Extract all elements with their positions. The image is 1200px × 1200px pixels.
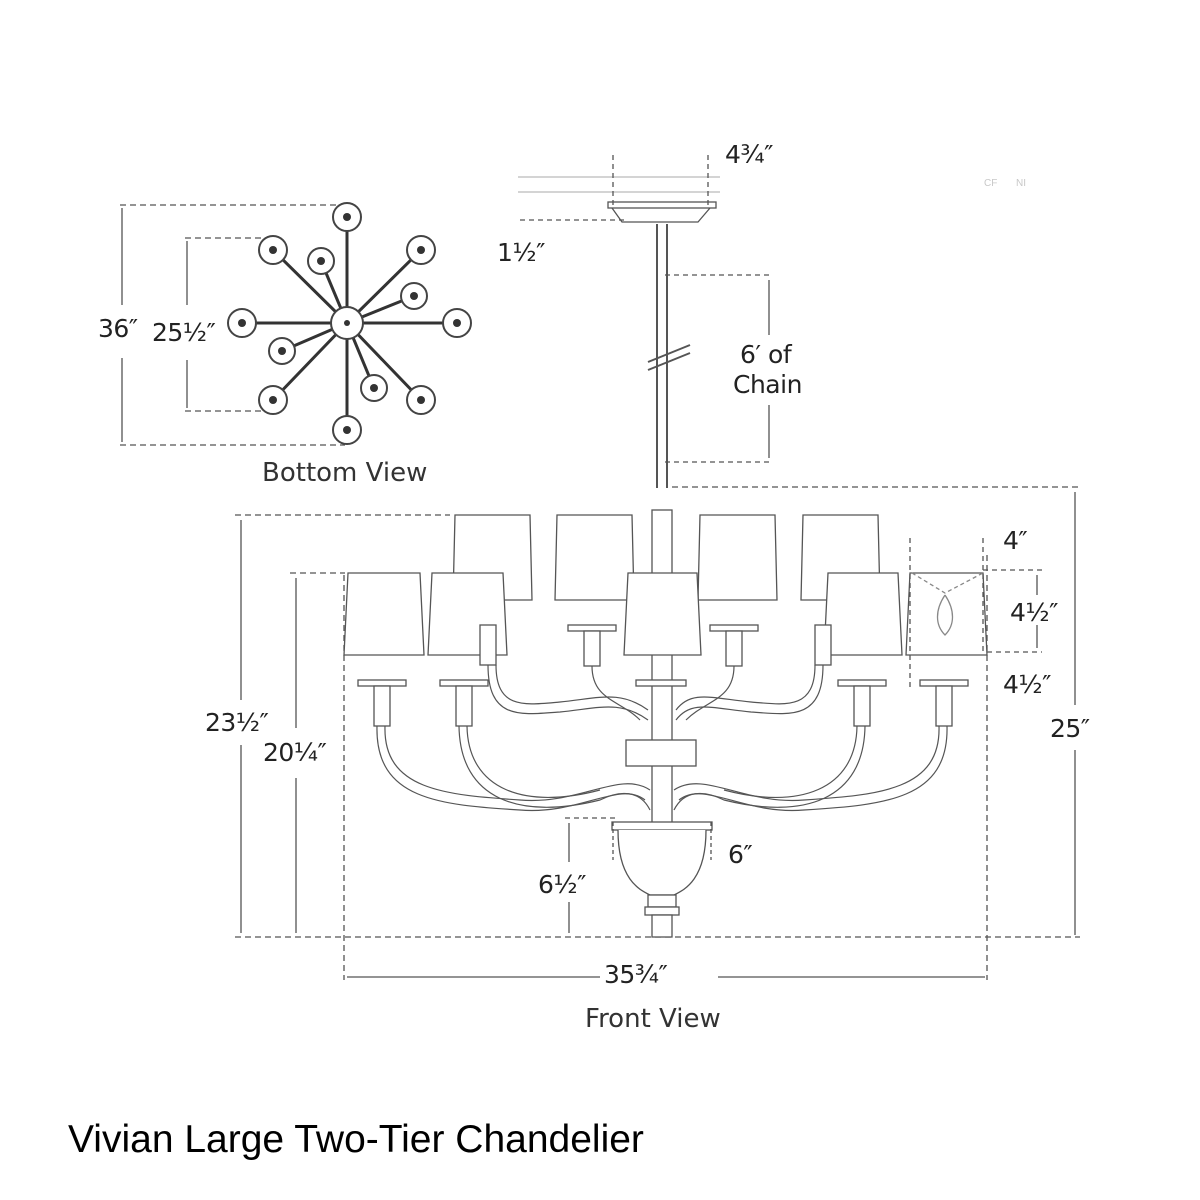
overall-height-label: 25″ [1050,714,1090,743]
lower-tier-height-label: 20¼″ [263,738,327,767]
product-title: Vivian Large Two-Tier Chandelier [68,1118,644,1161]
faint-mark-ni: NI [1016,178,1026,189]
canopy-width-label: 4¾″ [725,140,773,169]
chain-length-label: 6′ of [740,340,792,369]
bottom-view-caption: Bottom View [262,458,428,488]
canopy-and-chain [518,155,770,488]
chain-length-label-line2: Chain [733,370,802,399]
shade-bottom-width-label: 4½″ [1003,670,1051,699]
overall-width-label: 35¾″ [604,960,668,989]
canopy-height-label: 1½″ [497,238,545,267]
bowl-width-label: 6″ [728,840,753,869]
faint-mark-cf: CF [984,178,998,189]
front-view-drawing [235,486,1080,980]
bottom-inner-diameter-label: 25½″ [152,318,216,347]
bottom-view-drawing [120,202,472,446]
bowl-height-label: 6½″ [538,870,586,899]
upper-tier-height-label: 23½″ [205,708,269,737]
bottom-outer-diameter-label: 36″ [98,314,138,343]
shade-height-label: 4½″ [1010,598,1058,627]
front-view-caption: Front View [585,1004,721,1034]
shade-width-label: 4″ [1003,526,1028,555]
